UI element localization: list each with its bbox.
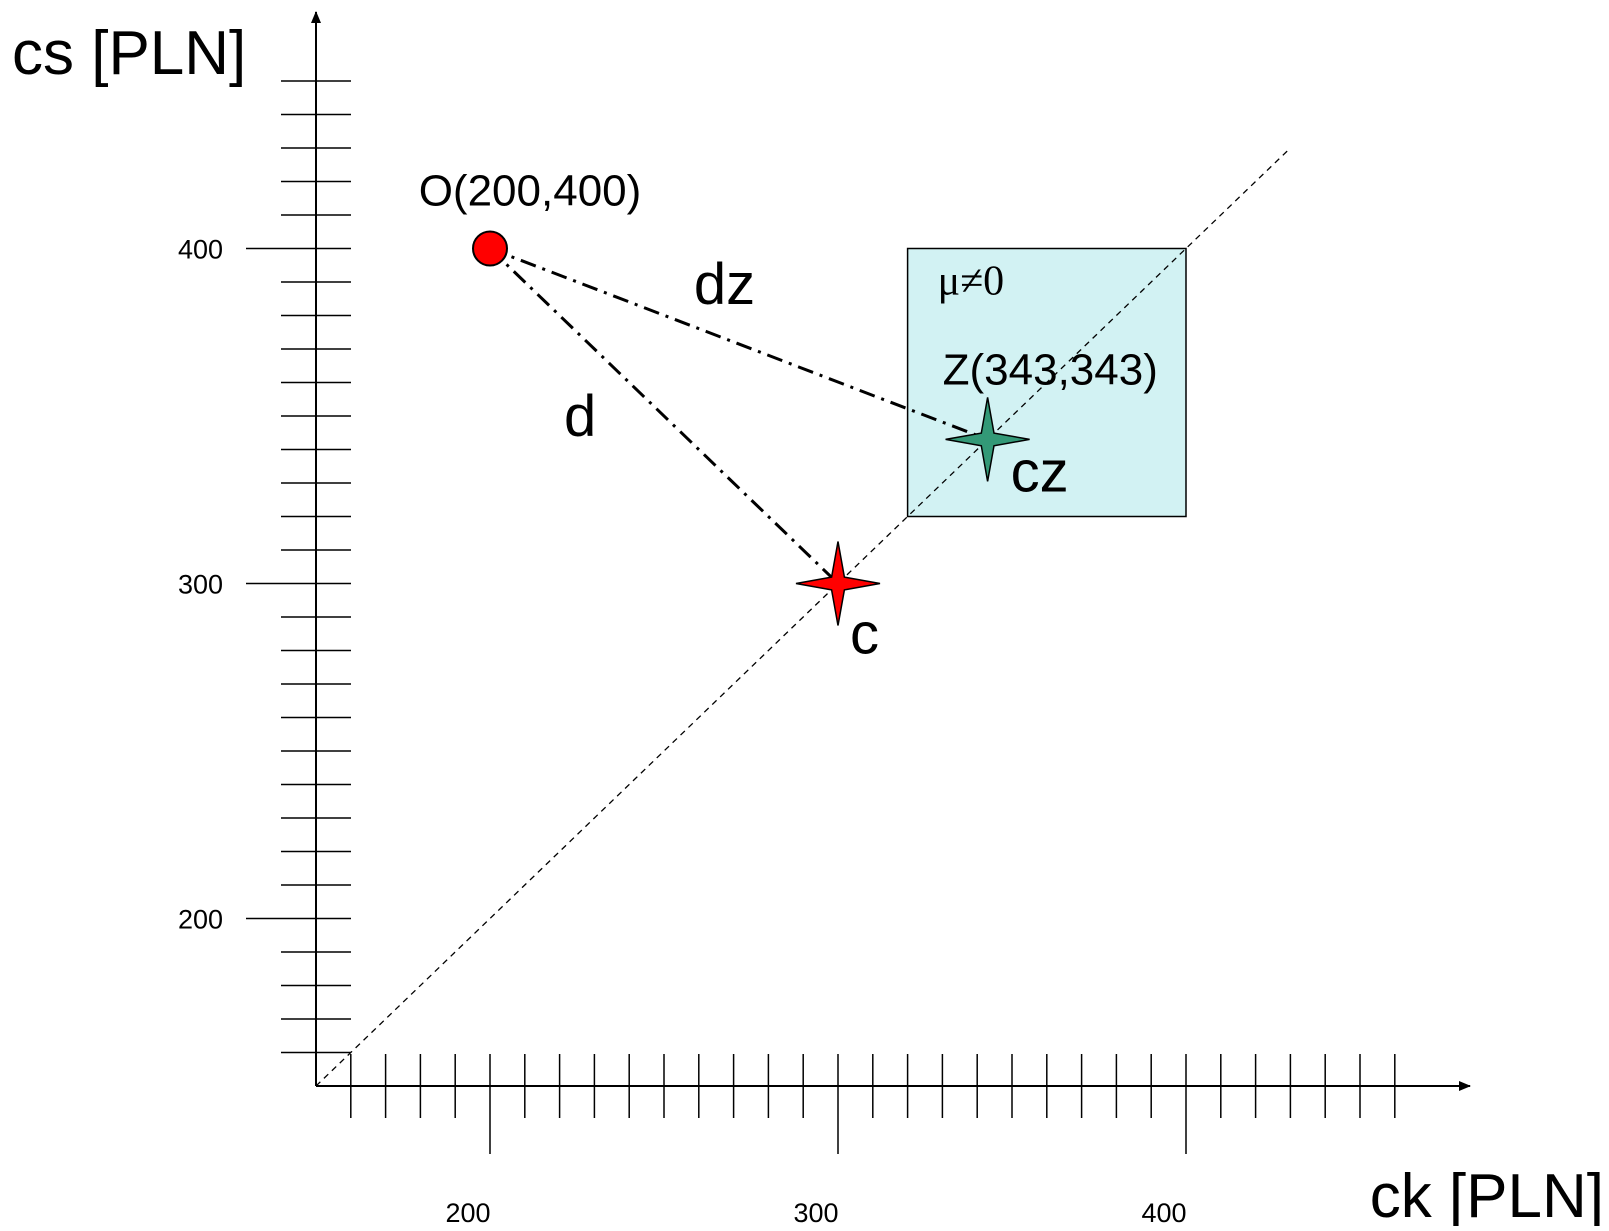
point-c-label: c xyxy=(850,602,879,667)
x-tick-label: 400 xyxy=(1141,1198,1186,1226)
mu-region-label: μ≠0 xyxy=(938,259,1005,305)
point-c-marker xyxy=(795,541,881,626)
point-O-marker xyxy=(472,230,508,267)
y-tick-label: 200 xyxy=(178,905,223,935)
y-tick-label: 400 xyxy=(178,235,223,265)
segment-label-dz: dz xyxy=(694,252,755,317)
y-axis-title: cs [PLN] xyxy=(12,19,246,88)
y-tick-label: 300 xyxy=(178,570,223,600)
point-cz-marker xyxy=(945,397,1030,482)
x-axis-title: ck [PLN] xyxy=(1370,1162,1604,1226)
point-O-label: O(200,400) xyxy=(419,167,642,216)
segment-d xyxy=(488,247,840,585)
point-cz-label: cz xyxy=(1011,439,1069,504)
point-cz-coord-label: Z(343,343) xyxy=(943,345,1158,394)
segment-label-d: d xyxy=(564,384,596,449)
x-tick-label: 200 xyxy=(445,1198,490,1226)
x-tick-label: 300 xyxy=(793,1198,838,1226)
segment-dz xyxy=(489,247,989,441)
diagonal-line xyxy=(315,147,1291,1087)
